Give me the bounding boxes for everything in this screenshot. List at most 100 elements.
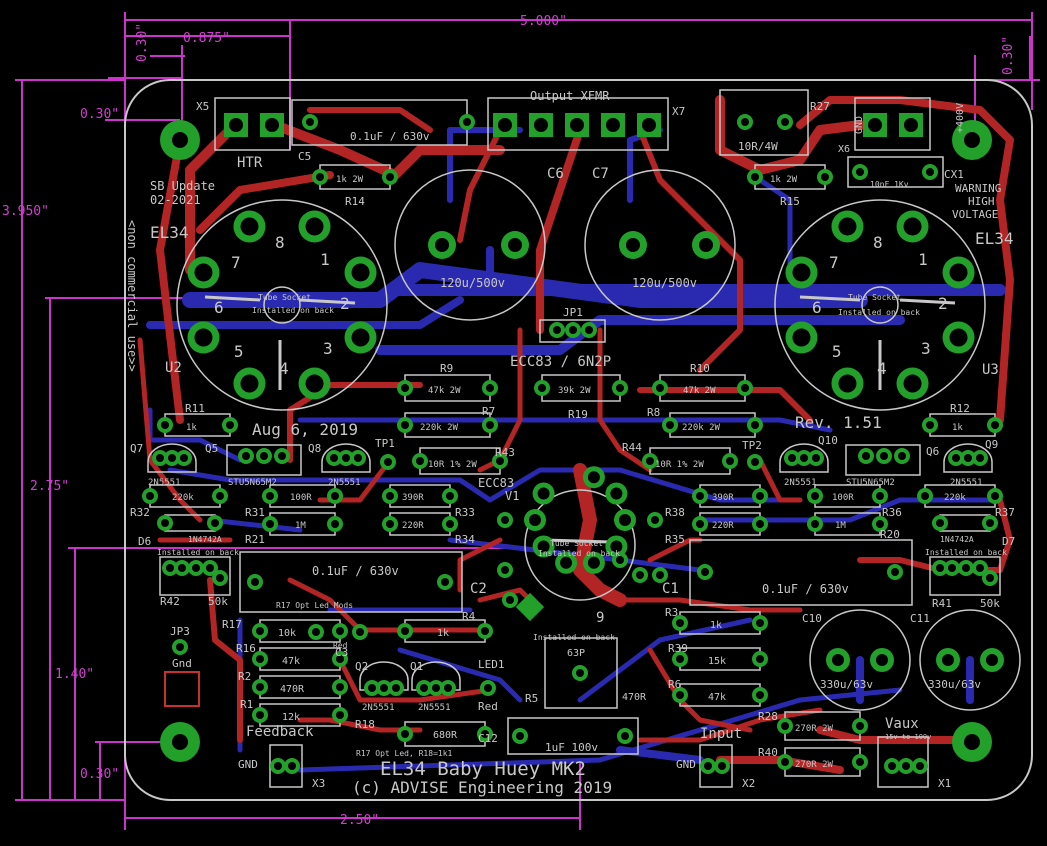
- pad-hole: [876, 654, 888, 666]
- label-c10: C10: [802, 612, 822, 625]
- label-q1: Q1: [410, 660, 423, 673]
- pad-hole: [161, 519, 169, 527]
- pad-hole: [696, 520, 704, 528]
- led-color-c3: Red: [333, 641, 348, 650]
- pad-hole: [986, 574, 994, 582]
- value-r18: 680R: [433, 730, 458, 741]
- pad-hole: [704, 762, 712, 770]
- label-c7: C7: [592, 166, 609, 182]
- label-r31: R31: [245, 506, 265, 519]
- dimension-labels: 5.000" 0.875" 0.30" 0.30" 0.30" 3.950" 2…: [2, 14, 1016, 828]
- pad-hole: [386, 492, 394, 500]
- label-q7-type: 2N5551: [148, 478, 181, 488]
- pad-hole: [699, 238, 713, 252]
- pad-hole: [868, 118, 882, 132]
- label-r12: R12: [950, 402, 970, 415]
- tube-pin-number: 1: [320, 250, 330, 269]
- label-x7: X7: [672, 105, 685, 118]
- left-socket-label: Tube Socket: [258, 293, 311, 302]
- pad-hole: [676, 619, 684, 627]
- label-r14: R14: [345, 195, 365, 208]
- pad-hole: [606, 118, 620, 132]
- pad-hole: [756, 619, 764, 627]
- tube-pin-number: 3: [323, 339, 333, 358]
- value-r14: 1k 2W: [336, 175, 364, 185]
- pad-hole: [626, 238, 640, 252]
- value-r10: 47k 2W: [683, 386, 716, 396]
- label-c2: C2: [470, 581, 487, 597]
- pad-hole: [351, 263, 370, 282]
- pad-hole: [386, 520, 394, 528]
- tube-pin-number: 6: [214, 298, 224, 317]
- pad-hole: [194, 328, 213, 347]
- value-r40: 270R 2W: [795, 760, 834, 770]
- label-cx1: CX1: [944, 168, 964, 181]
- pad-hole: [368, 684, 376, 692]
- pad-hole: [781, 118, 789, 126]
- pad-hole: [616, 556, 624, 564]
- pad-hole: [891, 568, 899, 576]
- pad-hole: [926, 168, 934, 176]
- pad-hole: [288, 762, 296, 770]
- pad-hole: [432, 684, 440, 692]
- value-c10: 330u/63v: [820, 678, 873, 691]
- value-r21: 1M: [295, 521, 306, 531]
- pad-hole: [726, 457, 734, 465]
- dim-height-total: 3.950": [2, 204, 49, 219]
- pad-hole: [501, 516, 509, 524]
- pad-hole: [903, 374, 922, 393]
- value-r17: 10k: [278, 628, 296, 639]
- label-r27: R27: [810, 100, 830, 113]
- pad-hole: [751, 421, 759, 429]
- pad-hole: [656, 384, 664, 392]
- label-r42: R42: [160, 595, 180, 608]
- pad-hole: [211, 519, 219, 527]
- pad-hole: [486, 421, 494, 429]
- pad-hole: [336, 711, 344, 719]
- pad-hole: [256, 627, 264, 635]
- value-d7: 1N4742A: [940, 535, 974, 544]
- pad-hole: [256, 711, 264, 719]
- label-r33: R33: [455, 506, 475, 519]
- label-q9: Q9: [985, 438, 998, 451]
- label-q7: Q7: [130, 442, 143, 455]
- label-r43: R43: [495, 446, 515, 459]
- label-c11: C11: [910, 612, 930, 625]
- label-gnd-x3: GND: [238, 758, 258, 771]
- value-vaux: 15v to 100v: [885, 733, 931, 741]
- pad-hole: [206, 564, 214, 572]
- pad-hole: [176, 643, 184, 651]
- pad-hole: [576, 669, 584, 677]
- label-tp1: TP1: [375, 437, 395, 450]
- label-c3: C3: [335, 646, 348, 659]
- pad-hole: [811, 520, 819, 528]
- pad-hole: [856, 722, 864, 730]
- label-q5: Q5: [205, 442, 218, 455]
- output-xfmr-label: Output XFMR: [530, 89, 610, 103]
- tube-pin-number: 4: [877, 359, 887, 378]
- value-r20: 1M: [835, 521, 846, 531]
- label-socket-pin9: 9: [596, 610, 604, 626]
- board-revision: Rev. 1.51: [795, 413, 882, 432]
- warning-line-2: HIGH: [968, 195, 995, 208]
- pad-hole: [781, 758, 789, 766]
- pad-hole: [904, 118, 918, 132]
- value-r7: 220k 2W: [420, 423, 459, 433]
- right-tube-ref: U3: [982, 362, 999, 378]
- pad-hole: [610, 487, 623, 500]
- tube-pin-number: 7: [231, 253, 241, 272]
- tube-pin-number: 8: [873, 233, 883, 252]
- pad-hole: [420, 684, 428, 692]
- label-x2: X2: [742, 777, 755, 790]
- pad-hole: [354, 454, 362, 462]
- board-outline: [124, 79, 1033, 801]
- board-copyright: (c) ADVISE Engineering 2019: [352, 778, 612, 797]
- value-r6: 47k: [708, 692, 726, 703]
- label-x3: X3: [312, 777, 325, 790]
- pad-hole: [336, 683, 344, 691]
- label-r8: R8: [647, 406, 660, 419]
- pad-hole: [585, 326, 593, 334]
- pad-hole: [178, 564, 186, 572]
